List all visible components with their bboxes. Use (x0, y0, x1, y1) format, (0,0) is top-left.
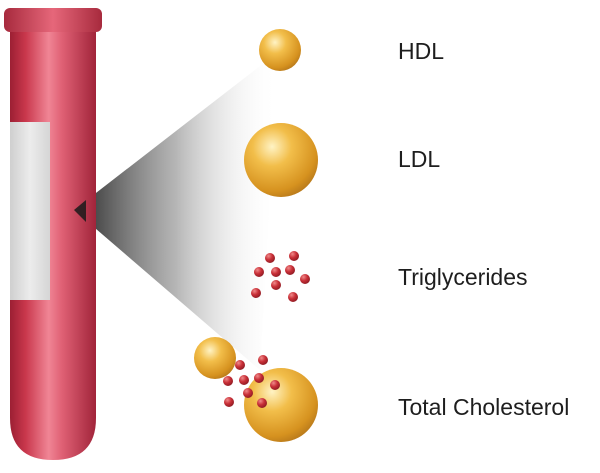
small-lipoprotein-particle (194, 337, 236, 379)
triglyceride-dot (285, 265, 295, 275)
triglyceride-dot (271, 280, 281, 290)
triglyceride-dot (270, 380, 280, 390)
triglyceride-dot (223, 376, 233, 386)
hdl-label: HDL (398, 38, 445, 64)
triglyceride-dot (288, 292, 298, 302)
triglyceride-dot (239, 375, 249, 385)
triglyceride-dot (224, 397, 234, 407)
hdl-particle (259, 29, 301, 71)
triglyceride-dot (251, 288, 261, 298)
triglyceride-dot (258, 355, 268, 365)
magnification-cone (74, 52, 278, 370)
triglyceride-dot (265, 253, 275, 263)
triglyceride-dot (243, 388, 253, 398)
triglyceride-dot (254, 267, 264, 277)
triglyceride-dot (235, 360, 245, 370)
triglyceride-dot (254, 373, 264, 383)
triglyceride-dot (300, 274, 310, 284)
triglyceride-cluster (251, 251, 310, 302)
ldl-label: LDL (398, 146, 441, 172)
triglyceride-dot (289, 251, 299, 261)
triglycerides-label: Triglycerides (398, 264, 528, 290)
ldl-particle (244, 123, 318, 197)
triglyceride-dot (271, 267, 281, 277)
total-cholesterol-label: Total Cholesterol (398, 394, 570, 420)
triglyceride-dot (257, 398, 267, 408)
large-lipoprotein-particle (244, 368, 318, 442)
test-tube-label-band (10, 122, 50, 300)
test-tube-rim (4, 8, 102, 32)
total-cholesterol-cluster (194, 337, 318, 442)
